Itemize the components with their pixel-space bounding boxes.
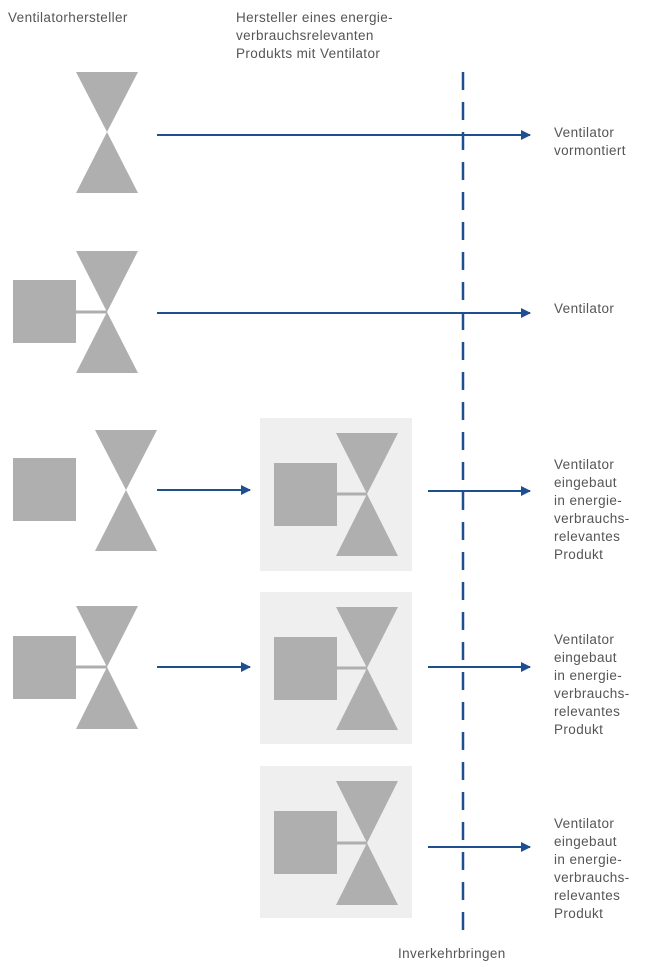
fan-impeller-icon <box>76 606 138 729</box>
header-fan-manufacturer: Ventilatorhersteller <box>8 10 128 25</box>
row-4-fan-motor-symbol <box>13 606 138 729</box>
row-3-fan-motor-symbol <box>13 430 157 551</box>
motor-icon <box>274 637 337 700</box>
row-3-product-box <box>260 418 412 571</box>
header-product-manufacturer: Hersteller eines energie- verbrauchsrele… <box>236 10 394 61</box>
motor-icon <box>13 458 76 521</box>
motor-icon <box>13 280 76 343</box>
row-3-result-label: Ventilator eingebaut in energie- verbrau… <box>554 457 630 562</box>
row-4-result-label: Ventilator eingebaut in energie- verbrau… <box>554 632 630 737</box>
market-placement-label: Inverkehrbringen <box>398 946 506 961</box>
row-4-product-box <box>260 592 412 744</box>
motor-icon <box>274 463 337 526</box>
fan-impeller-icon <box>76 251 138 373</box>
row-2-fan-motor-symbol <box>13 251 138 373</box>
fan-impeller-icon <box>95 430 157 551</box>
fan-impeller-icon <box>336 607 398 730</box>
motor-icon <box>274 811 337 874</box>
row-1-result-label: Ventilator vormontiert <box>554 125 626 158</box>
row-5-result-label: Ventilator eingebaut in energie- verbrau… <box>554 816 630 921</box>
row-2-result-label: Ventilator <box>554 301 615 316</box>
fan-impeller-icon <box>76 72 138 193</box>
row-1-fan-symbol <box>76 72 138 193</box>
motor-icon <box>13 636 76 699</box>
fan-impeller-icon <box>336 781 398 905</box>
fan-impeller-icon <box>336 433 398 556</box>
row-5-product-box <box>260 766 412 918</box>
